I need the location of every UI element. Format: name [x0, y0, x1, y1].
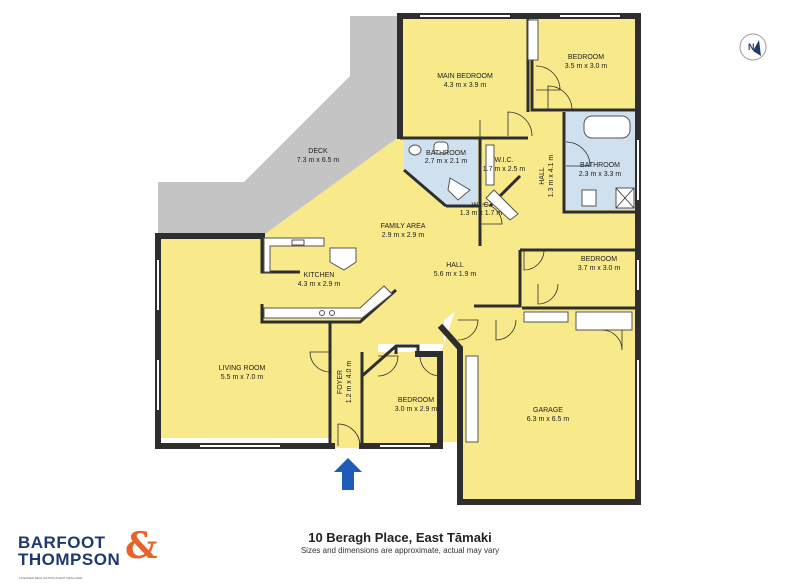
floor-plan: DECK 7.3 m x 6.5 m MAIN BEDROOM 4.3 m x … — [155, 13, 641, 505]
bathroom-fixtures — [408, 115, 635, 209]
label-foyer-dims: 1.2 m x 4.0 m — [346, 361, 353, 404]
property-address: 10 Beragh Place, East Tāmaki — [308, 530, 492, 545]
label-living-room-dims: 5.5 m x 7.0 m — [221, 374, 264, 381]
brand-line-2: THOMPSON — [18, 550, 121, 569]
label-kitchen-name: KITCHEN — [304, 272, 335, 279]
label-main-bedroom-name: MAIN BEDROOM — [437, 73, 493, 80]
entry-arrow-icon — [334, 458, 362, 490]
label-family-area-name: FAMILY AREA — [381, 223, 426, 230]
label-bedroom-ne-name: BEDROOM — [568, 54, 604, 61]
label-wic-1-name: W.I.C. — [494, 157, 513, 164]
label-wic-2-dims: 1.3 m x 1.7 m — [460, 210, 503, 217]
compass-label: N — [748, 42, 755, 52]
deck-area — [158, 16, 400, 300]
label-garage-name: GARAGE — [533, 407, 563, 414]
wardrobes — [465, 19, 633, 443]
label-hall-vertical-dims: 1.3 m x 4.1 m — [548, 155, 555, 198]
label-garage-dims: 6.3 m x 6.5 m — [527, 416, 570, 423]
footer: BARFOOT THOMPSON & LICENSED REAL ESTATE … — [0, 520, 800, 584]
north-compass-icon: N — [739, 33, 767, 61]
label-kitchen-dims: 4.3 m x 2.9 m — [298, 281, 341, 288]
label-wic-1-dims: 1.7 m x 2.5 m — [483, 166, 526, 173]
label-bedroom-east-name: BEDROOM — [581, 256, 617, 263]
label-family-area-dims: 2.9 m x 2.9 m — [382, 232, 425, 239]
label-bathroom-main-name: BATHROOM — [580, 162, 620, 169]
label-ensuite-name: BATHROOM — [426, 150, 466, 157]
brand-tagline: LICENSED REAL ESTATE AGENT REAA 2008 — [19, 576, 82, 580]
label-deck-dims: 7.3 m x 6.5 m — [297, 157, 340, 164]
label-bedroom-south-dims: 3.0 m x 2.9 m — [395, 406, 438, 413]
label-bedroom-east-dims: 3.7 m x 3.0 m — [578, 265, 621, 272]
room-floors — [158, 16, 638, 502]
label-bedroom-south-name: BEDROOM — [398, 397, 434, 404]
door-swings — [309, 65, 623, 447]
label-main-bedroom-dims: 4.3 m x 3.9 m — [444, 82, 487, 89]
label-hall-vertical-name: HALL — [539, 167, 546, 185]
label-bathroom-main-dims: 2.3 m x 3.3 m — [579, 171, 622, 178]
label-wic-2-name: W.I.C. — [471, 202, 490, 209]
label-foyer-name: FOYER — [337, 370, 344, 394]
size-disclaimer: Sizes and dimensions are approximate, ac… — [300, 546, 500, 555]
label-bedroom-ne-dims: 3.5 m x 3.0 m — [565, 63, 608, 70]
label-deck-name: DECK — [308, 148, 328, 155]
label-living-room-name: LIVING ROOM — [219, 365, 266, 372]
label-hall-dims: 5.6 m x 1.9 m — [434, 271, 477, 278]
kitchen-benches — [263, 237, 393, 319]
label-ensuite-dims: 2.7 m x 2.1 m — [425, 158, 468, 165]
label-hall-name: HALL — [446, 262, 464, 269]
brand-line-1: BARFOOT — [18, 533, 106, 552]
room-labels: DECK 7.3 m x 6.5 m MAIN BEDROOM 4.3 m x … — [219, 54, 622, 423]
windows — [157, 15, 639, 480]
